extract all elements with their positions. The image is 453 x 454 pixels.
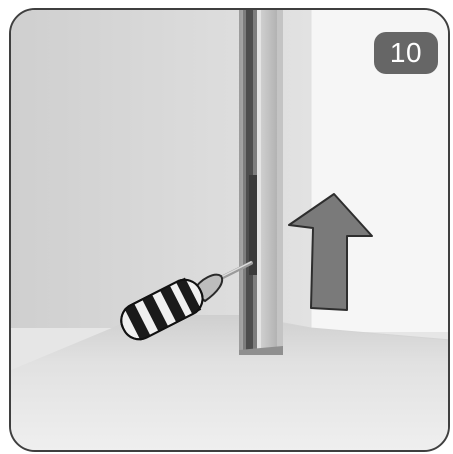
instruction-panel: 10 — [9, 8, 450, 452]
illustration — [11, 10, 448, 450]
vertical-profile — [239, 10, 283, 355]
floor — [11, 315, 448, 450]
step-number-badge: 10 — [374, 32, 438, 74]
